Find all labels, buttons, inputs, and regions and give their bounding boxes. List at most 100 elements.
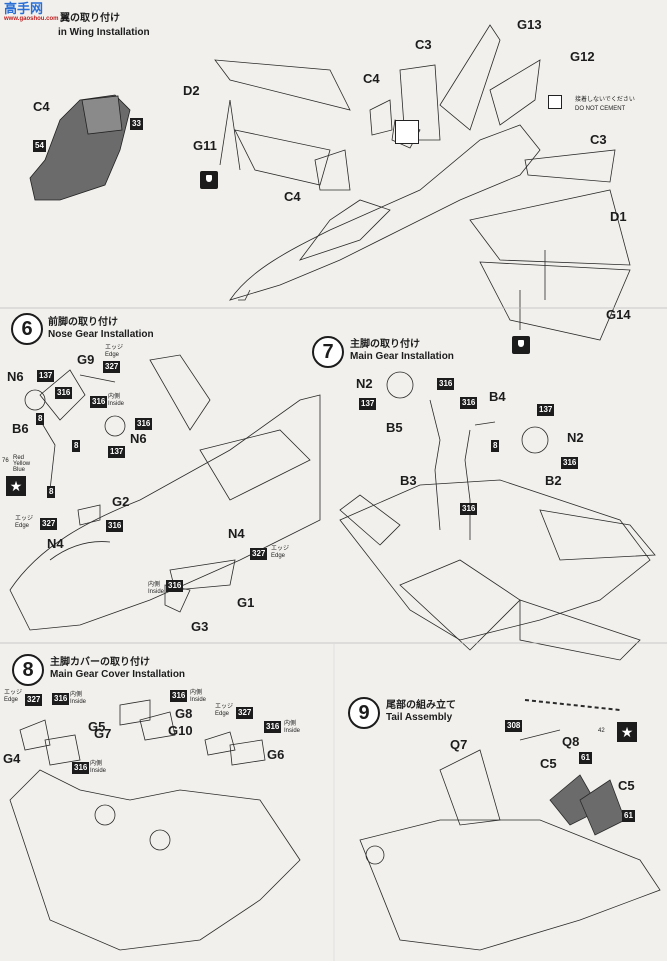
color-code-316: 316: [166, 580, 184, 592]
color-code-316: 316: [90, 396, 108, 408]
part-label-g13: G13: [517, 17, 542, 32]
step8-title-jp: 主脚カバーの取り付け: [50, 657, 150, 668]
edge-label-en: Edge: [15, 523, 30, 529]
step7-aircraft: [339, 371, 656, 661]
color-code-8: 8: [491, 440, 500, 452]
watermark-logo: 高手网 www.gaoshou.com: [4, 2, 58, 23]
part-label-g7: G7: [94, 726, 112, 741]
part-label-b4: B4: [489, 389, 506, 404]
part-label-n2-left: N2: [356, 376, 373, 391]
part-label-n6-right: N6: [130, 431, 147, 446]
do-not-cement-icon: [548, 95, 562, 109]
inside-label-jp: 内側: [190, 690, 203, 696]
part-label-g10: G10: [168, 723, 193, 738]
part-label-g14: G14: [606, 307, 631, 322]
part-label-b5: B5: [386, 420, 403, 435]
color-code-316: 316: [437, 378, 455, 390]
part-label-b3: B3: [400, 473, 417, 488]
color-code-137: 137: [37, 370, 55, 382]
inside-label-en: Inside: [108, 401, 125, 407]
color-yellow-label: Yellow: [13, 461, 31, 467]
part-label-g11: G11: [193, 138, 217, 153]
step9-aircraft: [359, 699, 661, 951]
part-label-q8: Q8: [562, 734, 580, 749]
part-label-g2: G2: [112, 494, 130, 509]
color-code-137: 137: [108, 446, 126, 458]
color-code-316: 316: [170, 690, 188, 702]
decal-star-icon: ★: [617, 722, 637, 742]
edge-label-en: Edge: [105, 352, 120, 358]
inside-label-en: Inside: [284, 728, 301, 734]
step5-title-jp: 翼の取り付け: [60, 13, 120, 24]
step7-number: 7: [312, 336, 344, 368]
part-label-d2: D2: [183, 83, 200, 98]
part-label-g4: G4: [3, 751, 21, 766]
step7-title-jp: 主脚の取り付け: [350, 339, 420, 350]
part-label-n2-right: N2: [567, 430, 584, 445]
step8-aircraft: [9, 699, 301, 951]
part-label-c4-low: C4: [284, 189, 301, 204]
no-cement-symbol-icon: [395, 120, 419, 144]
part-label-g5: G5: [88, 719, 106, 734]
color-code-8: 8: [47, 486, 56, 498]
color-code-137: 137: [359, 398, 377, 410]
cement-glue-icon: [512, 336, 530, 354]
color-code-316: 316: [72, 762, 90, 774]
color-code-316: 316: [460, 397, 478, 409]
color-code-327: 327: [25, 694, 43, 706]
part-label-c5-right: C5: [618, 778, 635, 793]
step6-aircraft: [9, 354, 321, 631]
inside-label-en: Inside: [70, 699, 87, 705]
part-label-g12: G12: [570, 49, 595, 64]
inside-label-jp: 内側: [148, 582, 161, 588]
edge-label-en: Edge: [215, 711, 230, 717]
inside-label-en: Inside: [90, 768, 107, 774]
inside-label-jp: 内側: [284, 721, 297, 727]
color-code-327: 327: [40, 518, 58, 530]
part-label-b2: B2: [545, 473, 562, 488]
watermark-url: www.gaoshou.com: [4, 16, 59, 22]
step9-title-jp: 尾部の組み立て: [386, 700, 456, 711]
color-code-61: 61: [622, 810, 635, 822]
color-code-327: 327: [236, 707, 254, 719]
do-not-cement-en: DO NOT CEMENT: [575, 106, 626, 112]
ref-76: 76: [2, 458, 9, 464]
watermark-logo-text: 高手网: [4, 1, 44, 16]
edge-label-jp: エッジ: [4, 690, 23, 696]
color-code-316: 316: [264, 721, 282, 733]
part-label-g3: G3: [191, 619, 209, 634]
inside-label-jp: 内側: [90, 761, 103, 767]
color-code-316: 316: [52, 693, 70, 705]
inside-label-jp: 内側: [108, 394, 121, 400]
color-code-137: 137: [537, 404, 555, 416]
color-code-61: 61: [579, 752, 592, 764]
step8-title-en: Main Gear Cover Installation: [50, 669, 186, 680]
edge-label-en: Edge: [4, 697, 19, 703]
color-code-316: 316: [135, 418, 153, 430]
color-code-327: 327: [103, 361, 121, 373]
step6-number: 6: [11, 313, 43, 345]
color-code-316: 316: [106, 520, 124, 532]
inside-label-en: Inside: [190, 697, 207, 703]
part-label-q7: Q7: [450, 737, 468, 752]
color-code-33: 33: [130, 118, 143, 130]
part-label-c4-seat: C4: [33, 99, 50, 114]
color-code-308: 308: [505, 720, 523, 732]
step6-title-en: Nose Gear Installation: [48, 329, 154, 340]
step7-title-en: Main Gear Installation: [350, 351, 454, 362]
edge-label-jp: エッジ: [105, 345, 124, 351]
color-code-316: 316: [55, 387, 73, 399]
color-blue-label: Blue: [13, 467, 26, 473]
inside-label-jp: 内側: [70, 692, 83, 698]
part-label-n6-left: N6: [7, 369, 24, 384]
color-code-8: 8: [72, 440, 81, 452]
color-code-316: 316: [561, 457, 579, 469]
cement-glue-icon: [200, 171, 218, 189]
part-label-b6: B6: [12, 421, 29, 436]
part-label-d1: D1: [610, 209, 627, 224]
part-label-c4-mid: C4: [363, 71, 380, 86]
color-red-label: Red: [13, 455, 25, 461]
part-label-c3-right: C3: [590, 132, 607, 147]
edge-label-en: Edge: [271, 553, 286, 559]
